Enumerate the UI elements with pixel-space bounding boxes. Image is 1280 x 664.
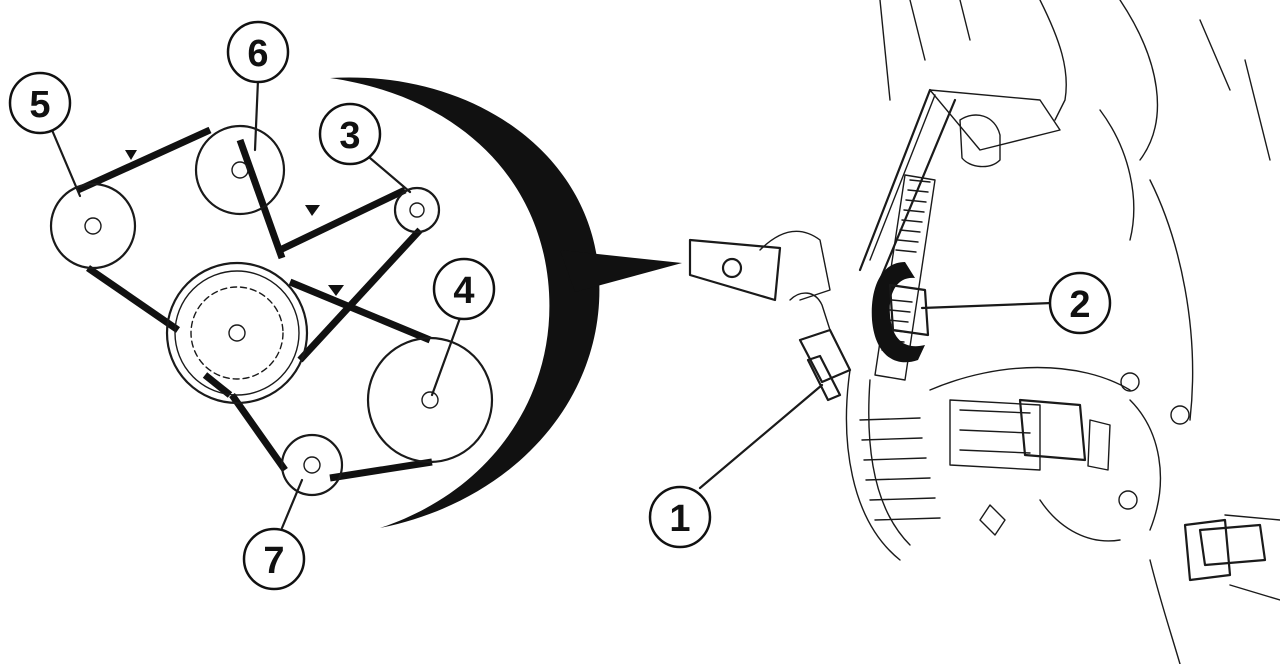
belt-arrow-1 bbox=[125, 150, 137, 160]
belt-arrow-3 bbox=[328, 285, 344, 296]
callout-3: 3 bbox=[318, 102, 382, 166]
callout-6: 6 bbox=[226, 20, 290, 84]
callout-2: 2 bbox=[1048, 271, 1112, 335]
alternator-assembly bbox=[688, 0, 1280, 664]
alternator-body bbox=[845, 366, 1190, 561]
leader-line-2 bbox=[920, 301, 1054, 310]
svg-text:7: 7 bbox=[263, 540, 284, 582]
leader-line-1 bbox=[698, 383, 824, 490]
leader-lines-left bbox=[50, 78, 462, 530]
pulley-5 bbox=[49, 182, 137, 270]
lock-nut-clip bbox=[871, 262, 930, 363]
detail-pointer bbox=[560, 250, 682, 292]
svg-text:4: 4 bbox=[453, 270, 474, 312]
svg-text:6: 6 bbox=[247, 33, 268, 75]
adjusting-bolt bbox=[789, 292, 852, 402]
pulley-crankshaft bbox=[165, 261, 309, 405]
callout-1: 1 bbox=[648, 485, 712, 549]
svg-text:1: 1 bbox=[669, 498, 690, 540]
pulley-4 bbox=[366, 336, 494, 464]
drive-belt bbox=[76, 126, 433, 482]
belt-arrow-2 bbox=[305, 205, 320, 216]
svg-text:2: 2 bbox=[1069, 284, 1090, 326]
lower-mount-bolt bbox=[1149, 514, 1280, 664]
detail-crescent bbox=[330, 77, 682, 528]
svg-text:3: 3 bbox=[339, 115, 360, 157]
callout-7: 7 bbox=[242, 527, 306, 591]
pulley-3 bbox=[393, 186, 441, 234]
callout-4: 4 bbox=[432, 257, 496, 321]
pulley-7 bbox=[280, 433, 344, 497]
svg-text:5: 5 bbox=[29, 84, 50, 126]
pulley-6 bbox=[194, 124, 286, 216]
callout-5: 5 bbox=[8, 71, 72, 135]
mount-hole bbox=[721, 257, 743, 279]
